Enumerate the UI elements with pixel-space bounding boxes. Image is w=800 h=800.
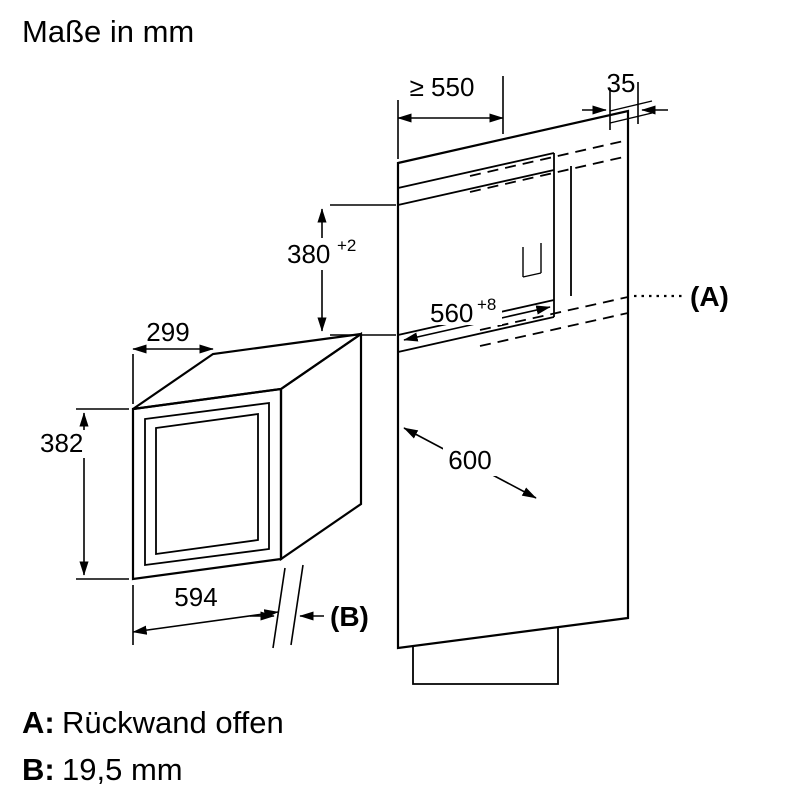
niche-height-value: 380 bbox=[287, 239, 330, 269]
socket-recess-detail bbox=[522, 243, 542, 278]
microwave-side-face bbox=[279, 331, 363, 562]
dimension-line bbox=[132, 609, 279, 635]
rear-gap-value: 35 bbox=[607, 68, 636, 98]
dim-cabinet-depth: ≥ 550 bbox=[397, 72, 504, 159]
side-panel-step bbox=[609, 100, 653, 124]
dim-microwave-height: 382 bbox=[36, 408, 129, 580]
dim-microwave-width: 594 bbox=[132, 564, 304, 649]
legend: A: Rückwand offen B: 19,5 mm bbox=[22, 705, 284, 787]
label-background bbox=[283, 238, 371, 270]
cabinet-depth-value: ≥ 550 bbox=[410, 72, 475, 102]
niche-width-tolerance: +8 bbox=[477, 295, 496, 314]
legend-a-key: A: bbox=[22, 705, 55, 740]
callout-a: (A) bbox=[634, 281, 729, 312]
cabinet-plinth bbox=[412, 627, 559, 685]
niche-width-value: 560 bbox=[430, 298, 473, 328]
label-background bbox=[426, 298, 502, 325]
legend-a-text: Rückwand offen bbox=[62, 705, 284, 740]
microwave-depth-value: 299 bbox=[146, 317, 189, 347]
label-background bbox=[443, 446, 499, 476]
niche-top-shelf bbox=[397, 152, 555, 206]
microwave-drawing bbox=[131, 331, 363, 581]
microwave-door-frame bbox=[144, 401, 270, 567]
page-title: Maße in mm bbox=[22, 14, 194, 49]
witness-line bbox=[272, 567, 286, 649]
callout-a-label: (A) bbox=[690, 281, 729, 312]
cabinet-outline bbox=[396, 109, 630, 650]
lower-niche-value: 600 bbox=[448, 445, 491, 475]
dim-lower-niche-height: 600 bbox=[403, 427, 537, 499]
legend-b-key: B: bbox=[22, 752, 55, 787]
niche-height-tolerance: +2 bbox=[337, 236, 356, 255]
microwave-door-window bbox=[155, 412, 259, 556]
callout-b-label: (B) bbox=[330, 601, 369, 632]
dim-microwave-depth: 299 bbox=[132, 317, 214, 404]
niche-right-wall bbox=[553, 166, 572, 300]
dim-niche-width: 560 +8 bbox=[403, 295, 551, 342]
dim-niche-height: 380 +2 bbox=[283, 204, 396, 336]
microwave-width-value: 594 bbox=[174, 582, 217, 612]
dim-rear-gap: 35 bbox=[582, 68, 668, 130]
cabinet-drawing bbox=[396, 100, 653, 685]
legend-b-text: 19,5 mm bbox=[62, 752, 183, 787]
label-background bbox=[36, 430, 98, 458]
dim-door-projection: (B) bbox=[250, 601, 369, 632]
microwave-height-value: 382 bbox=[40, 428, 83, 458]
witness-line bbox=[290, 564, 304, 646]
